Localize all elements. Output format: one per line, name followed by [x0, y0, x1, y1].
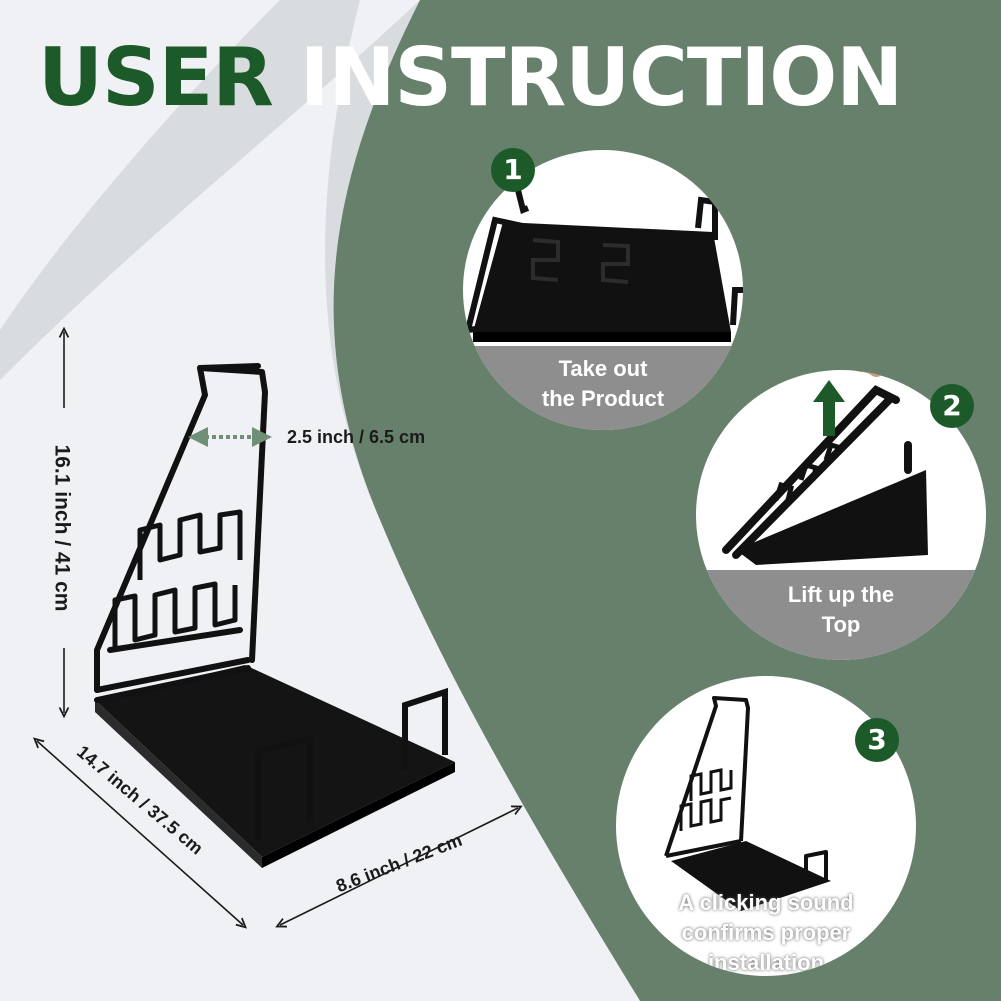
step-3-line-1: A clicking sound [678, 890, 854, 915]
title-word-user: USER [38, 31, 274, 124]
page-title: USER INSTRUCTION [38, 38, 903, 118]
up-arrow-icon [813, 380, 845, 436]
step-3-line-3: installation [707, 950, 825, 975]
hand-icon [853, 370, 885, 377]
lifting-product-image [722, 370, 928, 565]
assembled-product-image [664, 696, 831, 911]
title-word-instruction: INSTRUCTION [299, 31, 903, 124]
step-2-caption: Lift up the Top [696, 570, 986, 660]
step-2-line-1: Lift up the [787, 582, 895, 607]
nozzle-holders [112, 509, 243, 650]
gap-dimension-label: 2.5 inch / 6.5 cm [287, 427, 426, 447]
step-1-panel: Take out the Product [463, 150, 743, 430]
step-1-line-2: the Product [541, 386, 665, 411]
step-3-caption: A clicking sound confirms proper install… [616, 888, 916, 976]
folded-product-image [465, 189, 743, 342]
base-plate [95, 665, 455, 868]
height-dimension-label: 16.1 inch / 41 cm [50, 444, 74, 612]
step-2-line-2: Top [821, 612, 861, 637]
stand-frame [94, 363, 268, 703]
step-2-badge: 2 [930, 384, 974, 428]
step-1-line-1: Take out [558, 356, 648, 381]
step-3-badge: 3 [855, 718, 899, 762]
step-1-caption: Take out the Product [463, 346, 743, 430]
base-brackets [255, 687, 448, 840]
step-1-badge: 1 [491, 148, 535, 192]
width-arrow [280, 808, 518, 925]
length-arrow [37, 741, 243, 925]
step-3-line-2: confirms proper [681, 920, 851, 945]
